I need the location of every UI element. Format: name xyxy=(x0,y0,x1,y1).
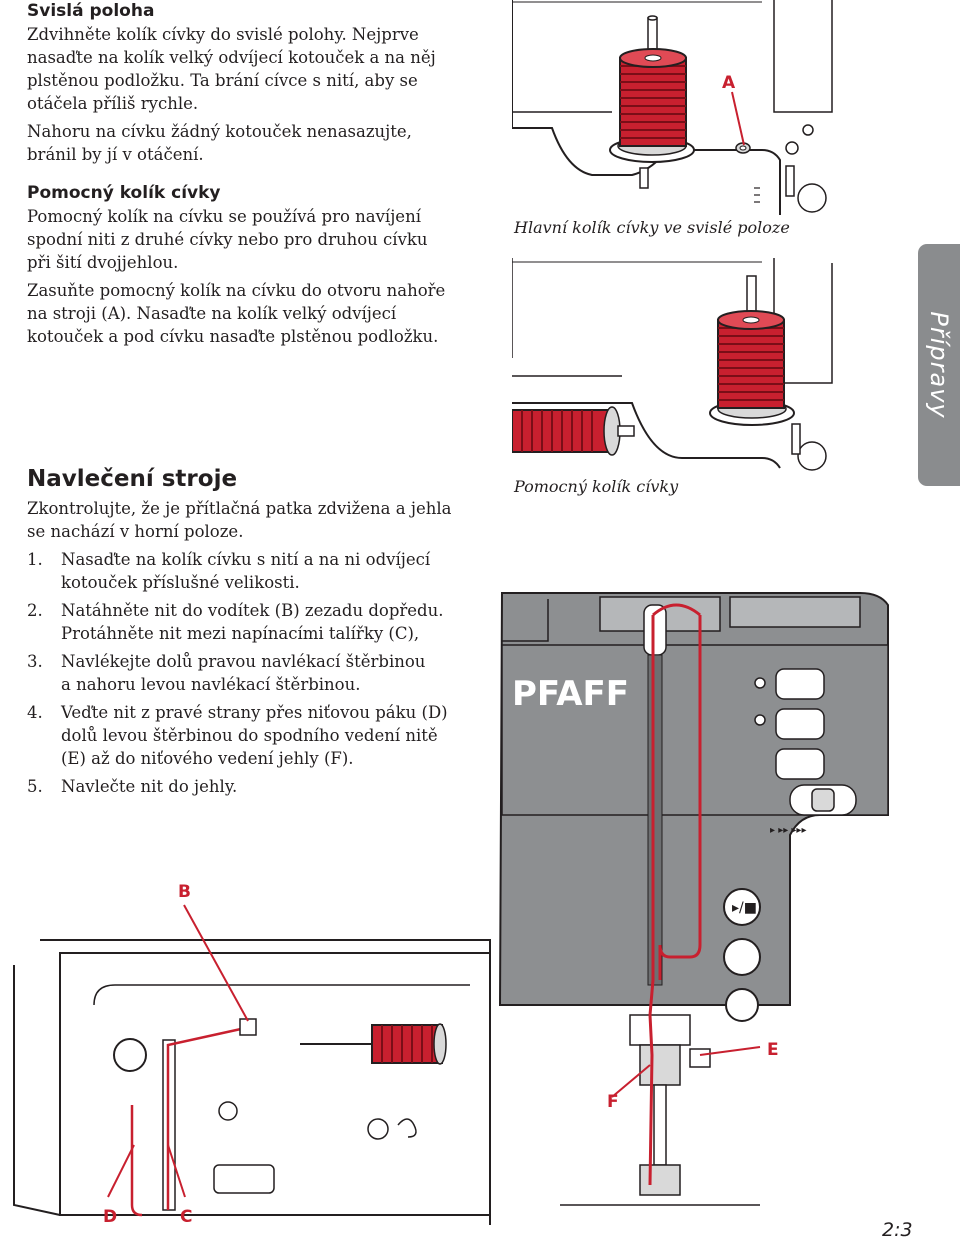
brand-logo: PFAFF xyxy=(512,674,629,714)
line: Zdvihněte kolík cívky do svislé polohy. … xyxy=(27,25,419,44)
label-d: D xyxy=(103,1207,117,1225)
line: kotouček příslušné velikosti. xyxy=(61,573,300,592)
label-e: E xyxy=(767,1040,779,1060)
step-5: 5. Navlečte nit do jehly. xyxy=(27,775,497,798)
paragraph-vertical-2: Nahoru na cívku žádný kotouček nenasazuj… xyxy=(27,120,497,166)
label-b: B xyxy=(178,882,191,902)
paragraph-vertical-1: Zdvihněte kolík cívky do svislé polohy. … xyxy=(27,23,497,115)
line: plstěnou podložku. Ta brání cívce s nití… xyxy=(27,71,418,90)
chapter-tab: Přípravy xyxy=(918,244,960,486)
line: Zkontrolujte, že je přítlačná patka zdvi… xyxy=(27,499,452,518)
line: (E) až do niťového vedení jehly (F). xyxy=(61,749,354,768)
line: Nahoru na cívku žádný kotouček nenasazuj… xyxy=(27,122,412,141)
paragraph-threading-intro: Zkontrolujte, že je přítlačná patka zdvi… xyxy=(27,497,497,543)
label-c: C xyxy=(180,1207,192,1225)
page-number: 2:3 xyxy=(882,1219,913,1241)
heading-threading: Navlečení stroje xyxy=(27,466,238,492)
step-3: 3. Navlékejte dolů pravou navlékací štěr… xyxy=(27,650,497,696)
section-vertical-position: Svislá poloha Zdvihněte kolík cívky do s… xyxy=(27,0,497,166)
line: otáčela příliš rychle. xyxy=(27,94,199,113)
svg-text:▸/■: ▸/■ xyxy=(732,900,757,916)
figure-threading-diagram: PFAFF ▸ ▸▸ ▸▸▸ ▸/■ xyxy=(13,592,889,1225)
line: Protáhněte nit mezi napínacími talířky (… xyxy=(61,624,420,643)
line: spodní niti z druhé cívky nebo pro druho… xyxy=(27,230,428,249)
chapter-tab-label: Přípravy xyxy=(925,311,953,419)
heading-auxiliary-spool-pin: Pomocný kolík cívky xyxy=(27,183,221,203)
line: při šití dvojjehlou. xyxy=(27,253,179,272)
line: na stroji (A). Nasaďte na kolík velký od… xyxy=(27,304,397,323)
step-number: 4. xyxy=(27,703,43,722)
line: nasaďte na kolík velký odvíjecí kotouček… xyxy=(27,48,436,67)
line: Navlékejte dolů pravou navlékací štěrbin… xyxy=(61,652,426,671)
line: se nachází v horní poloze. xyxy=(27,522,244,541)
line: Navlečte nit do jehly. xyxy=(61,777,238,796)
section-threading: Navlečení stroje Zkontrolujte, že je pří… xyxy=(27,463,497,798)
paragraph-aux-1: Pomocný kolík na cívku se používá pro na… xyxy=(27,205,497,274)
figure-auxiliary-spool-pin xyxy=(512,258,833,471)
step-number: 2. xyxy=(27,601,43,620)
line: Veďte nit z pravé strany přes niťovou pá… xyxy=(61,703,448,722)
step-4: 4. Veďte nit z pravé strany přes niťovou… xyxy=(27,701,497,770)
line: Pomocný kolík na cívku se používá pro na… xyxy=(27,207,421,226)
line: Nasaďte na kolík cívku s nití a na ni od… xyxy=(61,550,431,569)
line: a nahoru levou navlékací štěrbinou. xyxy=(61,675,361,694)
line: bránil by jí v otáčení. xyxy=(27,145,204,164)
step-2: 2. Natáhněte nit do vodítek (B) zezadu d… xyxy=(27,599,497,645)
step-number: 5. xyxy=(27,777,43,796)
section-auxiliary-spool-pin: Pomocný kolík cívky Pomocný kolík na cív… xyxy=(27,182,497,348)
step-number: 1. xyxy=(27,550,43,569)
line: Natáhněte nit do vodítek (B) zezadu dopř… xyxy=(61,601,444,620)
caption-main-spool-pin: Hlavní kolík cívky ve svislé poloze xyxy=(514,218,790,237)
line: dolů levou štěrbinou do spodního vedení … xyxy=(61,726,438,745)
paragraph-aux-2: Zasuňte pomocný kolík na cívku do otvoru… xyxy=(27,279,497,348)
caption-auxiliary-spool-pin: Pomocný kolík cívky xyxy=(514,477,679,496)
svg-text:▸ ▸▸ ▸▸▸: ▸ ▸▸ ▸▸▸ xyxy=(770,825,806,836)
label-a: A xyxy=(722,73,736,93)
figure-main-spool-pin: A xyxy=(512,0,833,215)
line: Zasuňte pomocný kolík na cívku do otvoru… xyxy=(27,281,446,300)
step-number: 3. xyxy=(27,652,43,671)
heading-vertical-position: Svislá poloha xyxy=(27,1,155,21)
label-f: F xyxy=(607,1092,619,1112)
step-1: 1. Nasaďte na kolík cívku s nití a na ni… xyxy=(27,548,497,594)
line: kotouček a pod cívku nasaďte plstěnou po… xyxy=(27,327,439,346)
